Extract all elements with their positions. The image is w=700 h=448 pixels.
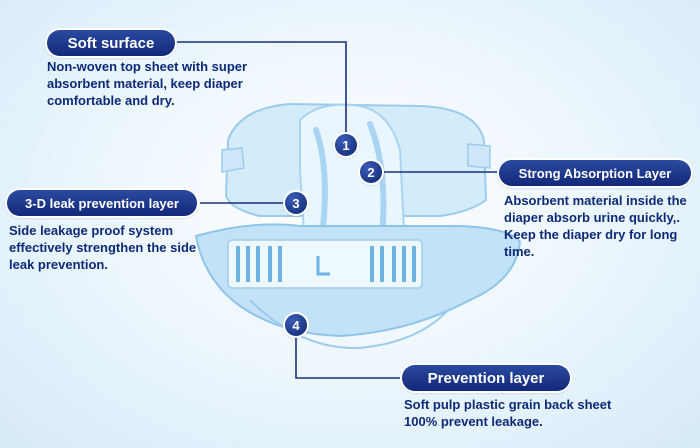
marker-1-label: 1 (342, 137, 350, 153)
band-stripe (370, 246, 374, 282)
marker-4-label: 4 (292, 317, 300, 333)
leak-prevention-badge: 3-D leak prevention layer (7, 190, 197, 216)
leg-cuff (249, 299, 451, 350)
band-stripe (392, 246, 396, 282)
band-stripe (268, 246, 272, 282)
strong-absorption-badge: Strong Absorption Layer (499, 160, 691, 186)
marker-2-label: 2 (367, 164, 375, 180)
leak-prevention-title: 3-D leak prevention layer (25, 195, 179, 211)
leader-line-4 (295, 337, 402, 379)
marker-3-label: 3 (292, 195, 300, 211)
soft-surface-description: Non-woven top sheet with super absorbent… (47, 59, 248, 108)
band-stripe (380, 246, 384, 282)
core-channel-right (367, 121, 387, 239)
right-side-tab (467, 143, 491, 169)
band-stripe (246, 246, 250, 282)
band-stripe (278, 246, 282, 282)
marker-3: 3 (285, 192, 307, 214)
band-stripe (256, 246, 260, 282)
left-side-tab (221, 147, 245, 173)
marker-2: 2 (360, 161, 382, 183)
strong-absorption-title: Strong Absorption Layer (518, 165, 672, 181)
leader-line-1 (176, 41, 347, 135)
waist-band-pattern (236, 246, 416, 282)
band-logo-mark (316, 256, 330, 276)
prevention-layer-badge: Prevention layer (402, 365, 570, 391)
soft-surface-title: Soft surface (67, 34, 155, 52)
prevention-layer-title: Prevention layer (427, 369, 545, 387)
band-stripe (402, 246, 406, 282)
prevention-layer-description: Soft pulp plastic grain back sheet 100% … (404, 397, 612, 429)
strong-absorption-description: Absorbent material inside the diaper abs… (504, 193, 687, 259)
marker-4: 4 (285, 314, 307, 336)
marker-1: 1 (335, 134, 357, 156)
leak-prevention-description: Side leakage proof system effectively st… (9, 223, 197, 272)
band-stripe (236, 246, 240, 282)
leader-lines (176, 41, 498, 379)
core-channel-left (313, 127, 328, 239)
soft-surface-badge: Soft surface (47, 30, 175, 56)
band-stripe (412, 246, 416, 282)
